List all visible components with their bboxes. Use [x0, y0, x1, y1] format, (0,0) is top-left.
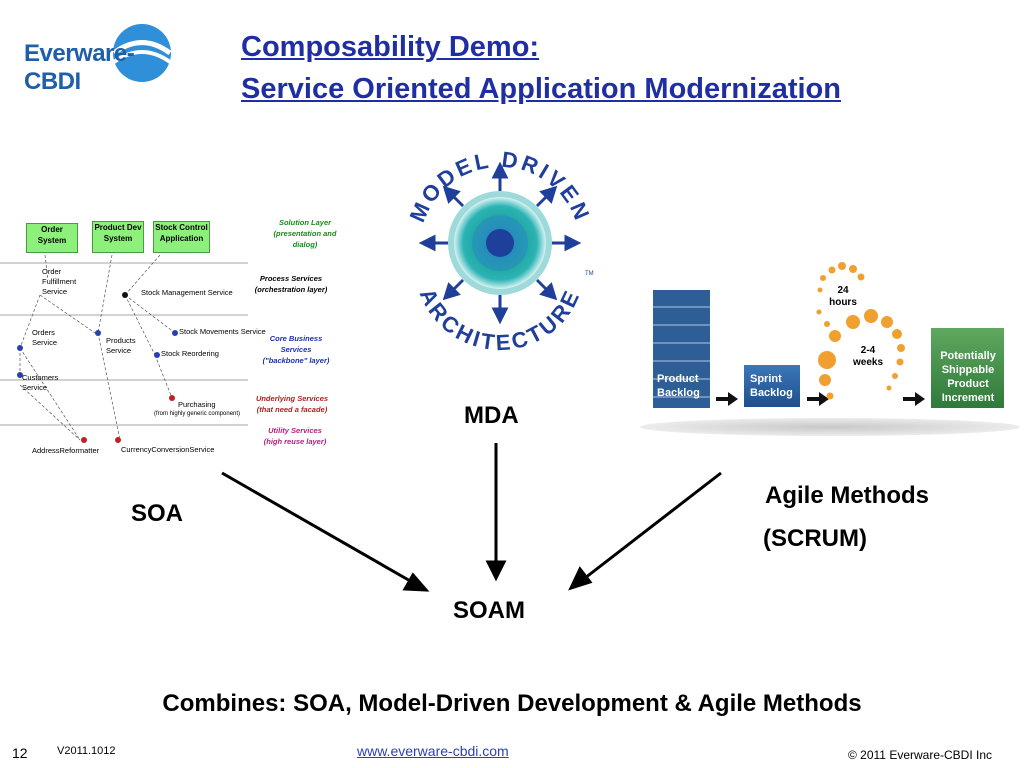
- arrow-icon: [716, 392, 738, 406]
- stock-movements-service: Stock Movements Service: [179, 327, 266, 336]
- product-dev-system-box: Product Dev System: [92, 221, 144, 253]
- scrum-label: (SCRUM): [763, 525, 867, 552]
- soa-label: SOA: [131, 500, 184, 527]
- product-increment-box: [931, 328, 1004, 408]
- stock-management-service: Stock Management Service: [141, 288, 233, 297]
- order-fulfillment-service: Order Fulfillment Service: [42, 267, 77, 296]
- solution-layer-label: Solution Layer (presentation and dialog): [273, 218, 337, 249]
- sprint-backlog-label: Sprint Backlog: [750, 373, 793, 399]
- agile-methods-label: Agile Methods: [765, 482, 930, 509]
- scrum-diagram: Product Backlog Sprint Backlog 24 hours …: [640, 260, 1024, 445]
- stock-reordering-service: Stock Reordering: [161, 349, 219, 358]
- logo-text: Everware-CBDI: [24, 40, 135, 95]
- mda-label: MDA: [464, 402, 519, 429]
- combines-statement: Combines: SOA, Model-Driven Development …: [162, 690, 862, 717]
- weeks-label: 2-4 weeks: [852, 345, 884, 368]
- products-service: Products Service: [106, 336, 136, 355]
- company-logo: Everware-CBDI: [22, 22, 187, 95]
- title-line-1: Composability Demo:: [241, 31, 540, 63]
- title-line-2: Service Oriented Application Modernizati…: [241, 73, 841, 105]
- version-label: V2011.1012: [57, 745, 116, 757]
- orders-service: Orders Service: [32, 328, 58, 347]
- order-system-box: Order System: [26, 223, 78, 253]
- mda-trademark: TM: [585, 271, 594, 277]
- purchasing-note: (from highly generic component): [154, 411, 241, 417]
- sprint-cycle-dots: [816, 262, 905, 400]
- copyright-text: © 2011 Everware-CBDI Inc: [848, 748, 993, 762]
- core-business-services-label: Core Business Services ("backbone" layer…: [262, 334, 330, 365]
- product-increment-label: Potentially Shippable Product Increment: [940, 350, 996, 404]
- customers-service: Customers Service: [22, 373, 59, 392]
- underlying-services-label: Underlying Services (that need a facade): [255, 394, 329, 414]
- arrow-icon: [807, 392, 829, 406]
- logo-circle-graphic: [112, 24, 172, 82]
- hours-label: 24 hours: [829, 285, 857, 308]
- address-reformatter-service: AddressReformatter: [32, 446, 100, 455]
- scrum-shadow: [640, 418, 1020, 436]
- utility-services-label: Utility Services (high reuse layer): [263, 426, 327, 446]
- product-backlog-label: Product Backlog: [657, 373, 700, 399]
- page-number: 12: [12, 745, 28, 761]
- soa-layer-diagram: Order System Product Dev System Stock Co…: [0, 215, 340, 460]
- product-backlog-stack: [653, 290, 710, 408]
- website-link[interactable]: www.everware-cbdi.com: [357, 743, 509, 759]
- purchasing-service: Purchasing: [178, 400, 216, 409]
- soam-label: SOAM: [453, 597, 525, 624]
- arrow-icon: [903, 392, 925, 406]
- process-services-label: Process Services (orchestration layer): [254, 274, 328, 294]
- mda-logo-graphic: MODEL DRIVEN ARCHITECTURE TM: [404, 147, 594, 356]
- currency-conversion-service: CurrencyConversionService: [121, 445, 215, 454]
- stock-control-application-box: Stock Control Application: [153, 221, 210, 253]
- slide-title: Composability Demo: Service Oriented App…: [241, 26, 841, 110]
- soa-diagram-lines: [0, 254, 248, 443]
- mda-logo: MODEL DRIVEN ARCHITECTURE TM: [395, 135, 605, 360]
- sprint-backlog-box: [744, 365, 800, 407]
